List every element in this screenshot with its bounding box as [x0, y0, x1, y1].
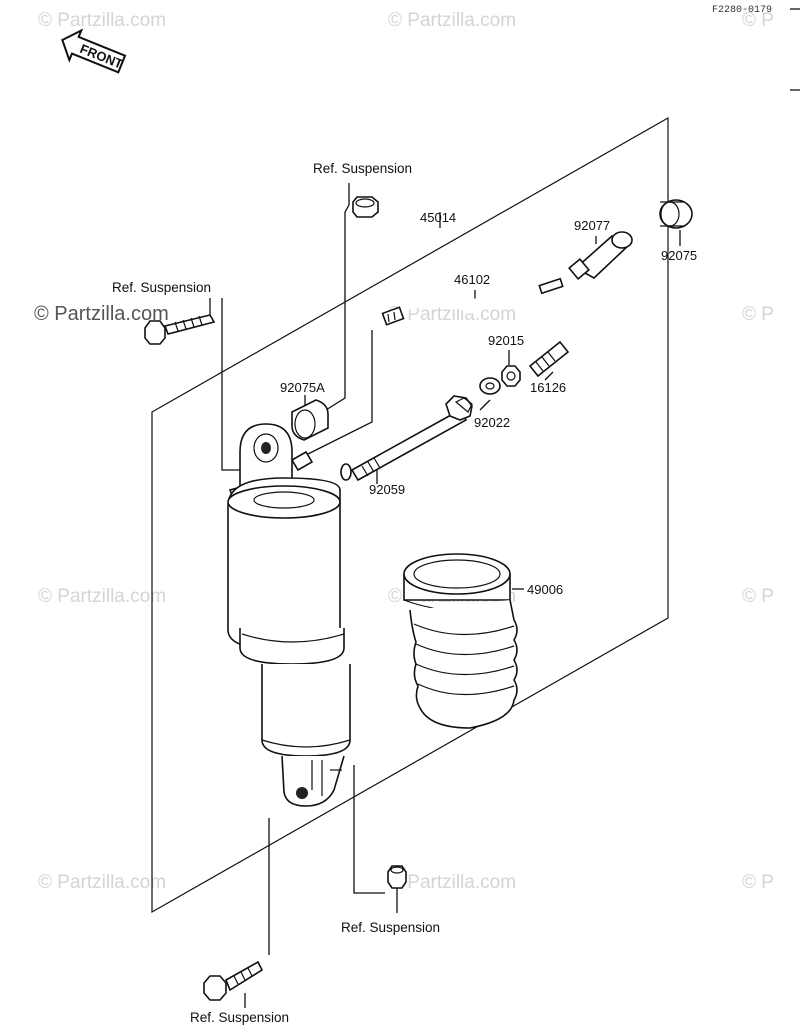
bushing-92075A	[291, 399, 329, 441]
leader-line	[479, 399, 491, 411]
watermark: © Partzilla.com	[388, 10, 516, 31]
drawing-code: F2280-0179	[712, 5, 772, 16]
watermark: © Partzilla.com	[388, 872, 516, 893]
watermark: © Partzilla.com	[38, 872, 166, 893]
mounting-bolt-bottom	[203, 960, 264, 1001]
shock-absorber-45014	[227, 423, 351, 807]
callout-92059: 92059	[369, 482, 405, 497]
nut-bottom	[387, 865, 407, 889]
valve-16126	[528, 340, 570, 378]
mounting-bolt-top	[144, 314, 216, 345]
watermark-prominent: © Partzilla.com	[34, 303, 169, 325]
callout-92022: 92022	[474, 415, 510, 430]
watermark: © Partzilla.com	[38, 586, 166, 607]
watermark: © P	[742, 304, 774, 325]
watermark: © Partzilla.com	[38, 10, 166, 31]
leader-line	[544, 371, 554, 381]
callout-16126: 16126	[530, 380, 566, 395]
leader-lines	[209, 183, 681, 1008]
leader-line	[344, 183, 350, 215]
callout-45014: 45014	[420, 210, 456, 225]
washer-92022	[479, 377, 501, 395]
collar-nut-top	[352, 196, 379, 218]
leader-line	[353, 765, 385, 894]
watermark: © P	[742, 586, 774, 607]
callout-ref-suspension: Ref. Suspension	[190, 1010, 289, 1025]
callout-46102: 46102	[454, 272, 490, 287]
callout-ref-suspension: Ref. Suspension	[341, 920, 440, 935]
callout-92075A: 92075A	[280, 380, 325, 395]
grommet-92075	[659, 199, 693, 229]
fitting-92077	[568, 231, 633, 280]
hose-46102	[381, 277, 564, 326]
callouts: Ref. Suspension 45014 92077 92075 46102 …	[112, 161, 697, 1025]
callout-92015: 92015	[488, 333, 524, 348]
leader-line	[305, 330, 373, 456]
callout-ref-suspension: Ref. Suspension	[313, 161, 412, 176]
nut-92015	[501, 365, 521, 387]
callout-92075: 92075	[661, 248, 697, 263]
leader-line	[221, 298, 244, 471]
valve-stem-fitting	[350, 395, 473, 482]
watermark: © P	[742, 10, 774, 31]
boot-49006	[403, 553, 518, 729]
callout-92077: 92077	[574, 218, 610, 233]
watermark: © P	[742, 872, 774, 893]
front-arrow: FRONT	[61, 28, 127, 74]
assembly-board	[151, 116, 669, 914]
o-ring-92059	[340, 463, 352, 481]
callout-ref-suspension: Ref. Suspension	[112, 280, 211, 295]
callout-49006: 49006	[527, 582, 563, 597]
